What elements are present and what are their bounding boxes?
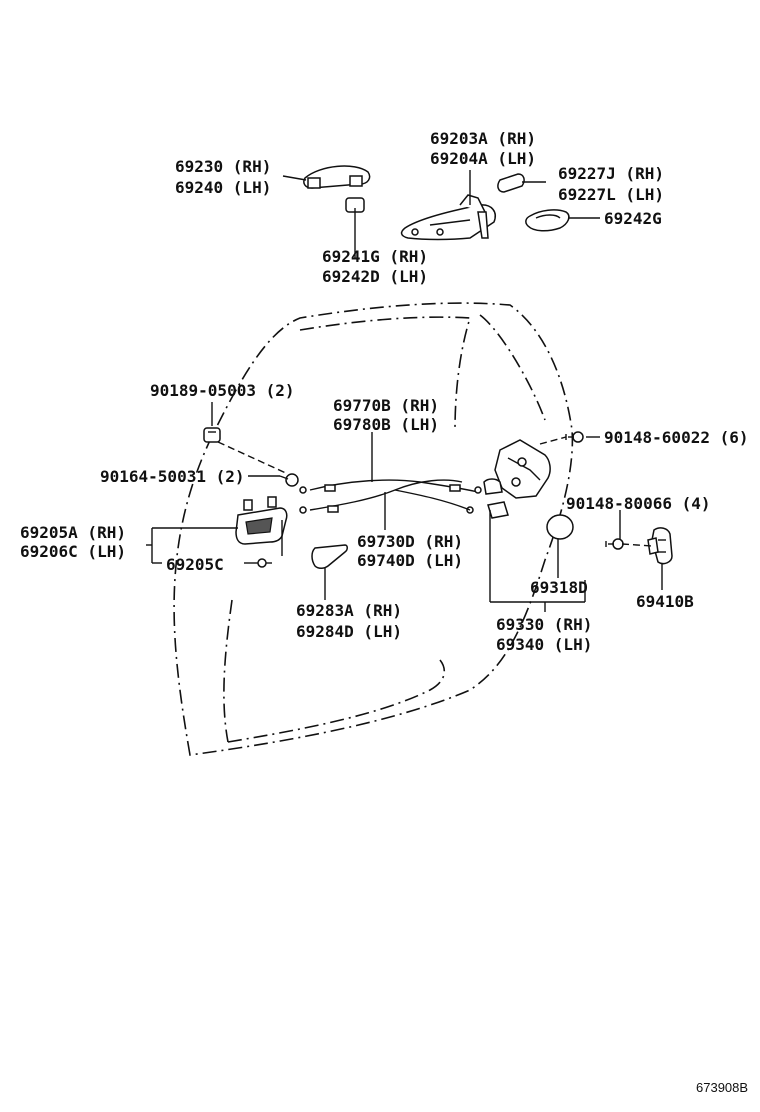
outside-handle-part: [303, 165, 371, 189]
striker-part: [647, 527, 673, 565]
label-69205A: 69205A (RH): [20, 523, 126, 542]
label-69318D: 69318D: [530, 578, 588, 597]
label-69241G: 69241G (RH): [322, 247, 428, 266]
label-90148-60022: 90148-60022 (6): [604, 428, 749, 447]
label-69283A: 69283A (RH): [296, 601, 402, 620]
screw-90148-80066-part: [605, 538, 624, 550]
leader-lines: [146, 170, 663, 612]
label-69284D: 69284D (LH): [296, 622, 402, 641]
label-69730D: 69730D (RH): [357, 532, 463, 551]
screw-90164-part: [279, 473, 299, 487]
cover-part: [525, 209, 570, 232]
inside-handle-part: [235, 496, 288, 545]
frame-pad-part: [497, 173, 525, 193]
label-69206C: 69206C (LH): [20, 542, 126, 561]
screw-90148-60022-part: [565, 431, 584, 443]
inside-handle-bezel-part: [311, 544, 348, 569]
door-lock-part: [483, 439, 551, 519]
label-69330: 69330 (RH): [496, 615, 592, 634]
label-69242G: 69242G: [604, 209, 662, 228]
label-69230: 69230 (RH): [175, 157, 271, 176]
label-69204A: 69204A (LH): [430, 149, 536, 168]
label-69227J: 69227J (RH): [558, 164, 664, 183]
clip-part: [203, 427, 221, 443]
label-69740D: 69740D (LH): [357, 551, 463, 570]
label-69227L: 69227L (LH): [558, 185, 664, 204]
label-69242D: 69242D (LH): [322, 267, 428, 286]
label-69410B: 69410B: [636, 592, 694, 611]
label-69340: 69340 (LH): [496, 635, 592, 654]
label-69240: 69240 (LH): [175, 178, 271, 197]
label-90164: 90164-50031 (2): [100, 467, 245, 486]
label-90189: 90189-05003 (2): [150, 381, 295, 400]
part-labels: 69230 (RH) 69240 (LH) 69203A (RH) 69204A…: [20, 129, 749, 654]
label-90148-80066: 90148-80066 (4): [566, 494, 711, 513]
screw-69205C-part: [257, 558, 272, 568]
outside-handle-frame-part: [400, 194, 496, 241]
label-69780B: 69780B (LH): [333, 415, 439, 434]
label-69203A: 69203A (RH): [430, 129, 536, 148]
lock-cable-part: [299, 479, 482, 514]
document-id: 673908B: [696, 1080, 748, 1095]
label-69205C: 69205C: [166, 555, 224, 574]
lock-cover-part: [546, 514, 574, 540]
label-69770B: 69770B (RH): [333, 396, 439, 415]
door-outline: [173, 302, 574, 756]
